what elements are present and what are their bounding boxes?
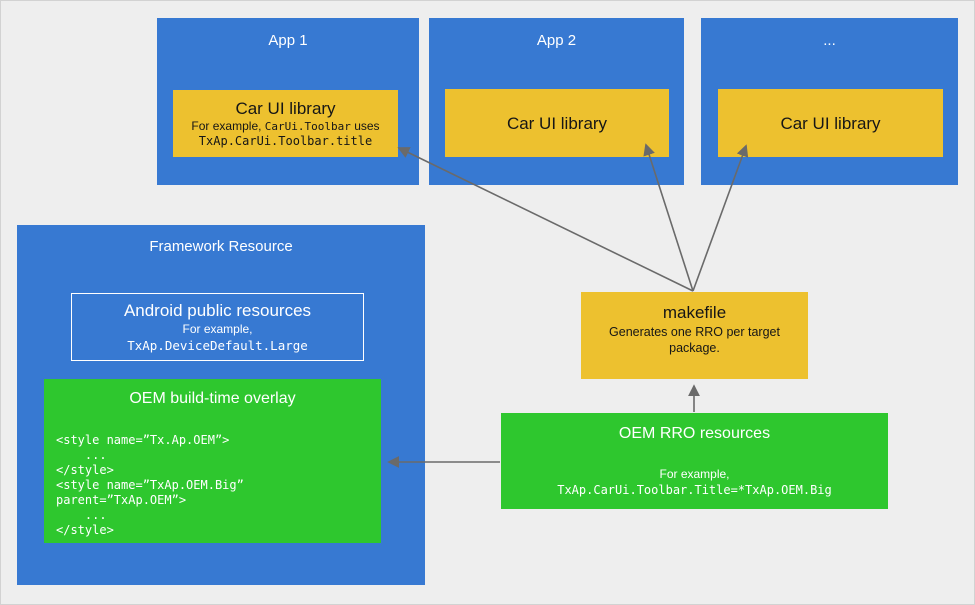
- app2-title: App 2: [536, 32, 577, 49]
- app-more-carui-library-title: Car UI library: [780, 113, 881, 133]
- code-line: ...: [56, 448, 107, 462]
- app-more-title: ...: [823, 32, 836, 49]
- oem-rro-example-label: For example,: [659, 467, 730, 481]
- example-inline-code: CarUi.Toolbar: [264, 120, 351, 133]
- example-suffix: uses: [350, 119, 380, 133]
- app2-carui-library-box: Car UI library: [445, 89, 669, 157]
- app1-carui-library-example: For example, CarUi.Toolbar uses: [191, 119, 379, 134]
- code-line: parent=”TxAp.OEM”>: [56, 493, 187, 507]
- framework-resource-box: Framework Resource Android public resour…: [17, 225, 425, 585]
- oem-build-time-overlay-title: OEM build-time overlay: [129, 390, 296, 407]
- example-prefix: For example,: [191, 119, 265, 133]
- app2-carui-library-title: Car UI library: [506, 113, 608, 133]
- app1-carui-library-title: Car UI library: [235, 99, 336, 118]
- code-line: <style name=”TxAp.OEM.Big”: [56, 478, 244, 492]
- app1-box: App 1 Car UI library For example, CarUi.…: [157, 18, 419, 185]
- android-public-resources-title: Android public resources: [123, 301, 312, 320]
- code-line: <style name=”Tx.Ap.OEM”>: [56, 433, 230, 447]
- makefile-subtitle: Generates one RRO per target package.: [609, 325, 780, 355]
- oem-build-time-overlay-code: <style name=”Tx.Ap.OEM”> ... </style> <s…: [56, 433, 244, 538]
- code-line: ...: [56, 508, 107, 522]
- android-public-resources-example-label: For example,: [182, 322, 253, 336]
- oem-rro-example-code: TxAp.CarUi.Toolbar.Title=*TxAp.OEM.Big: [557, 483, 832, 497]
- app1-carui-library-code: TxAp.CarUi.Toolbar.title: [198, 134, 373, 148]
- makefile-title: makefile: [662, 303, 727, 322]
- app2-box: App 2 Car UI library: [429, 18, 684, 185]
- app-more-box: ... Car UI library: [701, 18, 958, 185]
- app-more-carui-library-box: Car UI library: [718, 89, 943, 157]
- oem-build-time-overlay-box: OEM build-time overlay <style name=”Tx.A…: [44, 379, 381, 543]
- oem-rro-resources-box: OEM RRO resources For example, TxAp.CarU…: [501, 413, 888, 509]
- android-public-resources-box: Android public resources For example, Tx…: [71, 293, 364, 361]
- code-line: </style>: [56, 523, 114, 537]
- android-public-resources-example-code: TxAp.DeviceDefault.Large: [127, 338, 308, 353]
- code-line: </style>: [56, 463, 114, 477]
- app1-carui-library-box: Car UI library For example, CarUi.Toolba…: [173, 90, 398, 157]
- makefile-box: makefile Generates one RRO per target pa…: [581, 292, 808, 379]
- app1-title: App 1: [268, 32, 308, 49]
- framework-resource-title: Framework Resource: [149, 238, 293, 255]
- oem-rro-resources-title: OEM RRO resources: [618, 425, 771, 442]
